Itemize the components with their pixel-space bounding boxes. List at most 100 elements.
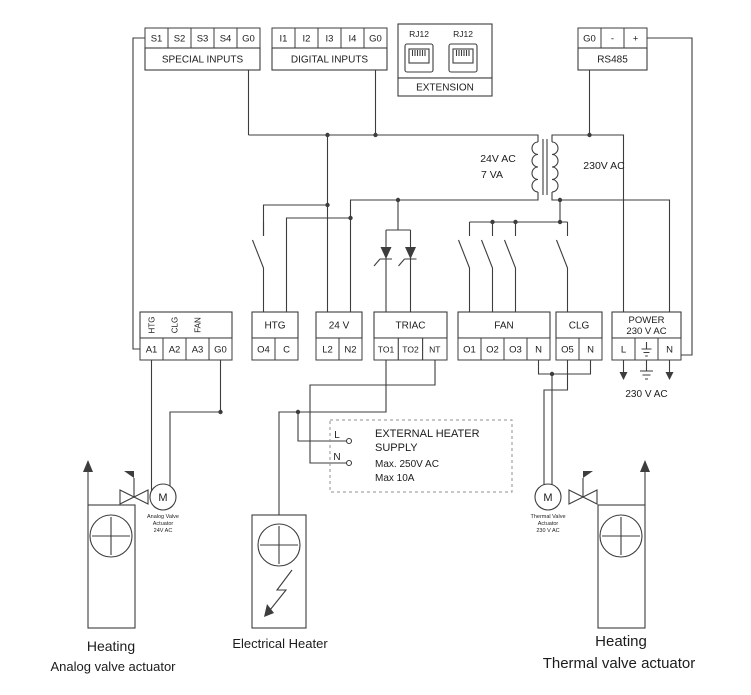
rs485-block: G0 - + RS485	[577, 27, 648, 71]
analog-valve-actuator: M Analog Valve Actuator 24V AC Heating A…	[50, 460, 179, 674]
heating-label: Heating	[87, 638, 135, 654]
column-label-clg: CLG	[171, 317, 180, 333]
electrical-heater: Electrical Heater	[232, 514, 328, 651]
valve-flag-icon	[124, 471, 134, 478]
terminal-label: G0	[583, 34, 596, 45]
digital-inputs-label-box	[271, 47, 388, 71]
extension-label: EXTENSION	[416, 83, 474, 94]
transformer-va-label: 7 VA	[481, 169, 503, 181]
actuator-caption: Actuator	[153, 521, 174, 527]
terminal-label: I3	[326, 34, 334, 45]
terminal-label: NT	[429, 345, 440, 355]
clg-contact-symbol	[555, 222, 569, 312]
output-wires	[150, 360, 592, 524]
terminal-label: S1	[151, 34, 163, 45]
fan-contact-3-symbol	[503, 222, 517, 312]
transformer-secondary-label: 24V AC	[480, 153, 516, 165]
terminal-label: O5	[561, 345, 574, 356]
terminal-label: I2	[303, 34, 311, 45]
terminal-label: I1	[280, 34, 288, 45]
rj12-label: RJ12	[453, 29, 473, 39]
column-label-htg: HTG	[148, 317, 157, 334]
heating-label: Heating	[595, 633, 647, 650]
digital-inputs-block: I1 I2 I3 I4 G0 DIGITAL INPUTS	[271, 27, 388, 71]
clg-block: CLG O5 N	[555, 311, 603, 361]
actuator-caption: Analog Valve	[147, 514, 179, 520]
clg-label-box	[555, 311, 603, 339]
terminal-label: N	[587, 345, 594, 356]
external-heater-supply: L N EXTERNAL HEATER SUPPLY Max. 250V AC …	[329, 419, 513, 493]
terminal-cell-c	[274, 337, 299, 361]
heater-supply-title-line1: EXTERNAL HEATER	[375, 428, 480, 440]
heater-supply-n-label: N	[333, 452, 340, 463]
thermal-valve-actuator-label: Thermal valve actuator	[543, 655, 696, 672]
heater-supply-n-terminal	[345, 459, 353, 467]
junction-dots	[218, 132, 592, 415]
power-block: POWER 230 V AC L N	[611, 311, 682, 361]
actuator-caption: Actuator	[538, 521, 559, 527]
v24-label-box	[315, 311, 363, 339]
triac-symbols	[373, 229, 417, 312]
valve-body-icon	[132, 489, 149, 505]
electrical-heater-label: Electrical Heater	[232, 636, 328, 651]
bus-wires	[247, 70, 671, 312]
terminal-label: L2	[322, 345, 333, 356]
transformer: 24V AC 7 VA 230V AC	[480, 139, 625, 195]
motor-letter: M	[158, 492, 167, 504]
valve-flag-icon	[583, 471, 593, 478]
terminal-label: TO1	[378, 345, 395, 355]
terminal-label: O4	[257, 345, 270, 356]
special-inputs-block: S1 S2 S3 S4 G0 SPECIAL INPUTS	[144, 27, 261, 71]
htg-output-block: HTG O4 C	[251, 311, 299, 361]
analog-output-block: HTG CLG FAN A1 A2 A3 G0	[139, 311, 233, 361]
heater-supply-box	[329, 419, 513, 493]
terminal-label: O2	[486, 345, 499, 356]
mains-connection: 230 V AC	[619, 360, 674, 400]
terminal-label: A2	[169, 345, 181, 356]
triac-label-box	[373, 311, 448, 339]
rj12-label: RJ12	[409, 29, 429, 39]
transformer-primary-label: 230V AC	[583, 160, 625, 172]
rj12-jack-icon	[448, 43, 478, 73]
terminal-label: S4	[220, 34, 232, 45]
triac-1-icon	[380, 247, 392, 259]
analog-valve-actuator-label: Analog valve actuator	[50, 659, 176, 674]
lightning-arrowhead-icon	[264, 604, 274, 617]
valve-body-icon	[119, 489, 136, 505]
terminal-label: G0	[214, 345, 227, 356]
terminal-label: S3	[197, 34, 209, 45]
special-inputs-label-box	[144, 47, 261, 71]
terminal-label: O3	[509, 345, 522, 356]
actuator-caption: 24V AC	[154, 528, 173, 534]
enclosure-outline	[132, 37, 693, 356]
transformer-primary-coil	[551, 141, 559, 193]
rj12-jack-icon	[404, 43, 434, 73]
terminal-label: TO2	[402, 345, 419, 355]
terminal-label: G0	[369, 34, 382, 45]
special-inputs-label: SPECIAL INPUTS	[162, 55, 244, 66]
motor-circle	[149, 483, 177, 511]
valve-body-icon	[581, 489, 598, 505]
thermal-valve-actuator: M Thermal Valve Actuator 230 V AC Heatin…	[530, 460, 695, 672]
terminal-label: +	[633, 34, 639, 45]
column-label-fan: FAN	[194, 317, 203, 333]
digital-inputs-label: DIGITAL INPUTS	[291, 55, 369, 66]
extension-block: RJ12 RJ12 EXTENSION	[397, 23, 493, 97]
power-label-line2: 230 V AC	[626, 326, 666, 337]
relay-contacts	[251, 222, 569, 312]
terminal-label: O1	[463, 345, 476, 356]
terminal-label: S2	[174, 34, 186, 45]
lightning-icon	[269, 569, 293, 611]
earth-icon	[640, 370, 653, 380]
radiator-plus-icon	[602, 517, 640, 555]
triac-2-icon	[405, 247, 416, 259]
fan-label: FAN	[494, 321, 513, 332]
radiator-plus-icon	[92, 517, 130, 555]
rs485-label-box	[577, 47, 648, 71]
terminal-label: I4	[349, 34, 357, 45]
power-label-line1: POWER	[629, 315, 665, 326]
terminal-cell-n2	[338, 337, 363, 361]
flow-arrow-icon	[640, 460, 650, 472]
v24-label: 24 V	[329, 321, 350, 332]
